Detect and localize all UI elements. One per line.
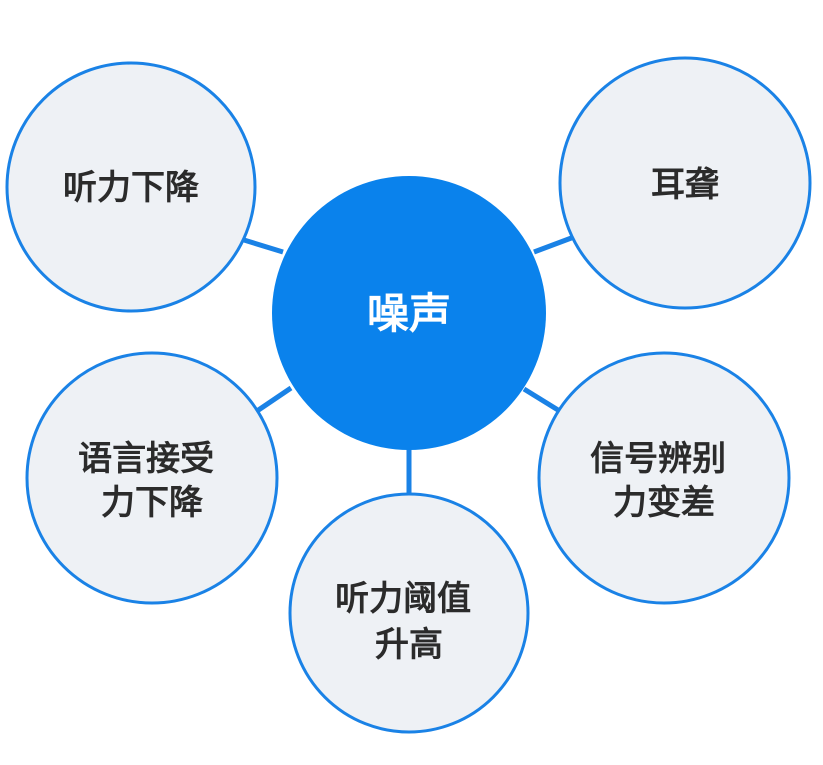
center-node-noise: 噪声 (272, 176, 546, 450)
center-node-label: 噪声 (367, 289, 451, 338)
node-hearing-decline-label: 听力下降 (63, 168, 200, 208)
node-signal-discrimination-circle (537, 351, 791, 605)
node-signal-discrimination: 信号辨别 力变差 (537, 351, 791, 605)
connector-deafness (533, 234, 575, 255)
connectors (243, 234, 575, 495)
node-deafness-circle (558, 56, 812, 310)
node-hearing-threshold-circle (288, 492, 530, 734)
node-hearing-threshold-label: 听力阈值 升高 (335, 579, 483, 665)
node-signal-discrimination-label: 信号辨别 力变差 (590, 439, 738, 523)
node-speech-reception: 语言接受 力下降 (25, 351, 279, 605)
connector-speech-reception (255, 385, 293, 414)
connector-signal-discrimination (522, 386, 560, 413)
node-speech-reception-label: 语言接受 力下降 (78, 439, 226, 523)
node-deafness-label: 耳聋 (651, 165, 719, 205)
node-speech-reception-circle (25, 351, 279, 605)
node-hearing-threshold: 听力阈值 升高 (288, 492, 530, 734)
center-node-circle (272, 176, 546, 450)
node-hearing-decline-circle (5, 61, 257, 313)
connector-hearing-decline (243, 237, 284, 255)
node-deafness: 耳聋 (558, 56, 812, 310)
node-hearing-decline: 听力下降 (5, 61, 257, 313)
